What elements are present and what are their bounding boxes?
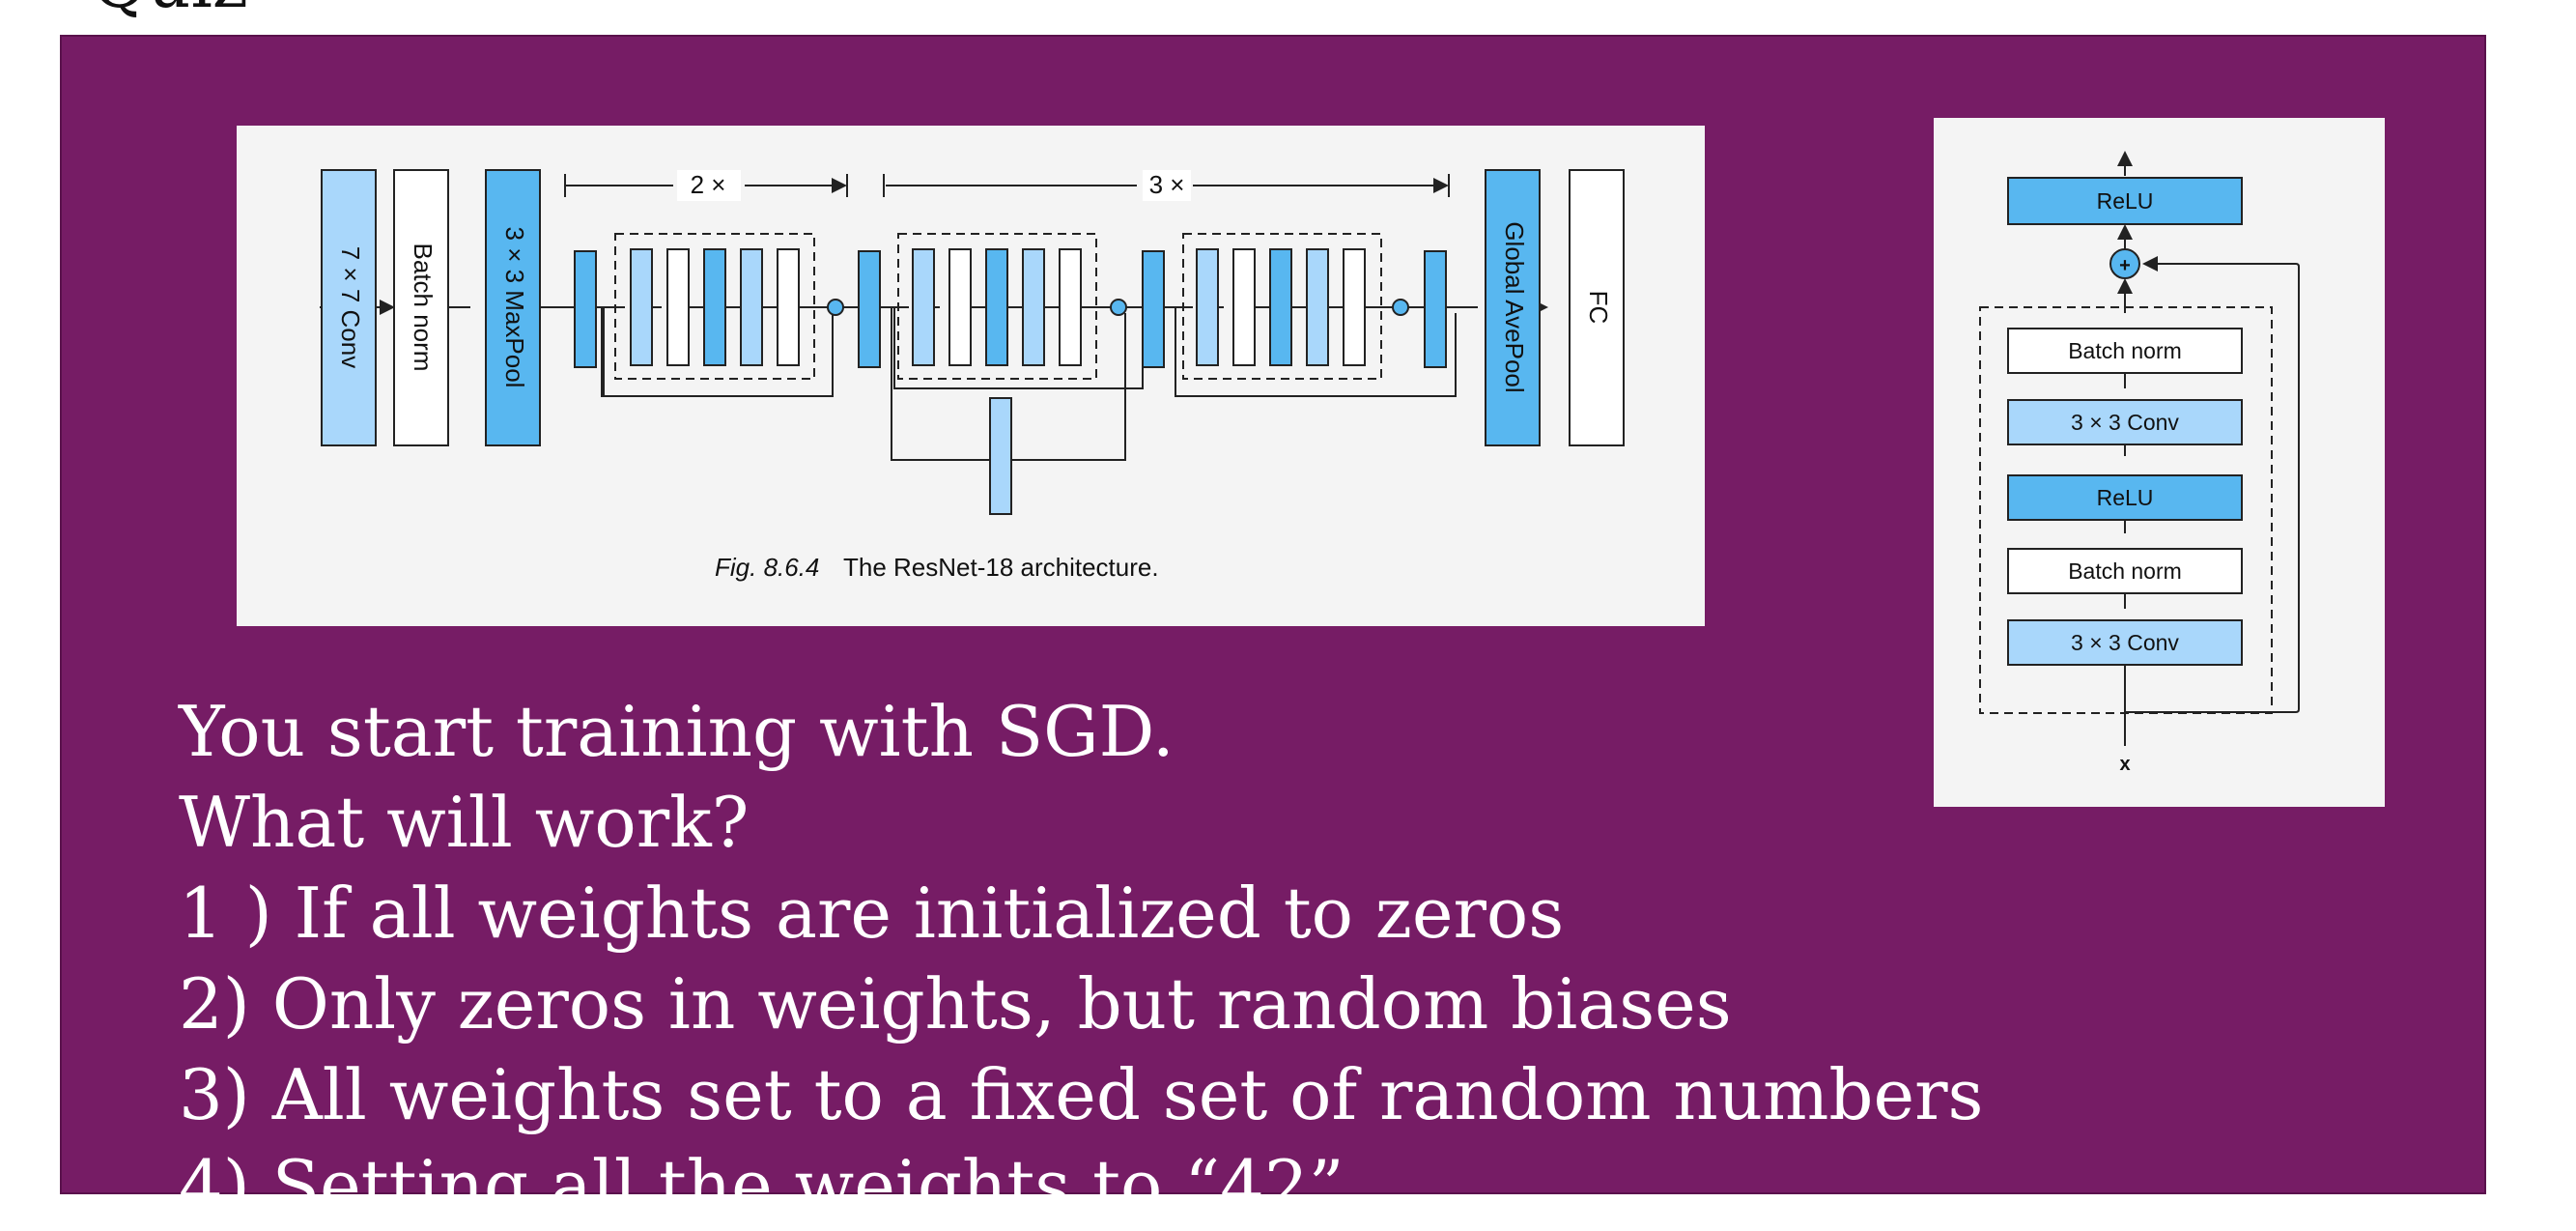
side-layer-bn-top: Batch norm — [2068, 338, 2182, 363]
side-layer-relu-top: ReLU — [2097, 188, 2154, 214]
block-bn-label: Batch norm — [409, 243, 438, 372]
slide-title: Quiz — [92, 0, 248, 17]
block-gap-label: Global AvePool — [1500, 221, 1529, 392]
side-layer-conv-bottom: 3 × 3 Conv — [2071, 630, 2179, 655]
repeat-b-label: 3 × — [1149, 170, 1185, 199]
input-x-label: x — [2119, 754, 2130, 775]
figure-number: Fig. 8.6.4 — [715, 553, 819, 582]
resnet18-figure: 7 × 7 Conv Batch norm 3 × 3 MaxPool Glob… — [237, 126, 1705, 626]
side-layer-conv-top: 3 × 3 Conv — [2071, 410, 2179, 435]
question-line: You start training with SGD. — [179, 691, 1175, 772]
repeat-a-label: 2 × — [691, 170, 726, 199]
question-option: 2) Only zeros in weights, but random bia… — [179, 963, 1732, 1045]
residual-block-figure: ReLU + Batch norm 3 × 3 Conv ReLU Batch … — [1934, 118, 2385, 807]
question-option: 4) Setting all the weights to “42” — [179, 1145, 1345, 1226]
question-option: 3) All weights set to a fixed set of ran… — [179, 1054, 1984, 1135]
block-pool-label: 3 × 3 MaxPool — [500, 227, 529, 388]
side-layer-bn-bottom: Batch norm — [2068, 558, 2182, 584]
block-conv7-label: 7 × 7 Conv — [336, 246, 365, 368]
question-line: What will work? — [179, 782, 750, 863]
block-fc-label: FC — [1584, 291, 1613, 325]
sum-node-label: + — [2119, 255, 2131, 276]
question-option: 1 ) If all weights are initialized to ze… — [179, 873, 1565, 954]
side-layer-relu-mid: ReLU — [2097, 485, 2154, 510]
figure-caption: The ResNet-18 architecture. — [843, 553, 1159, 582]
question-text: You start training with SGD. What will w… — [179, 686, 1983, 1231]
